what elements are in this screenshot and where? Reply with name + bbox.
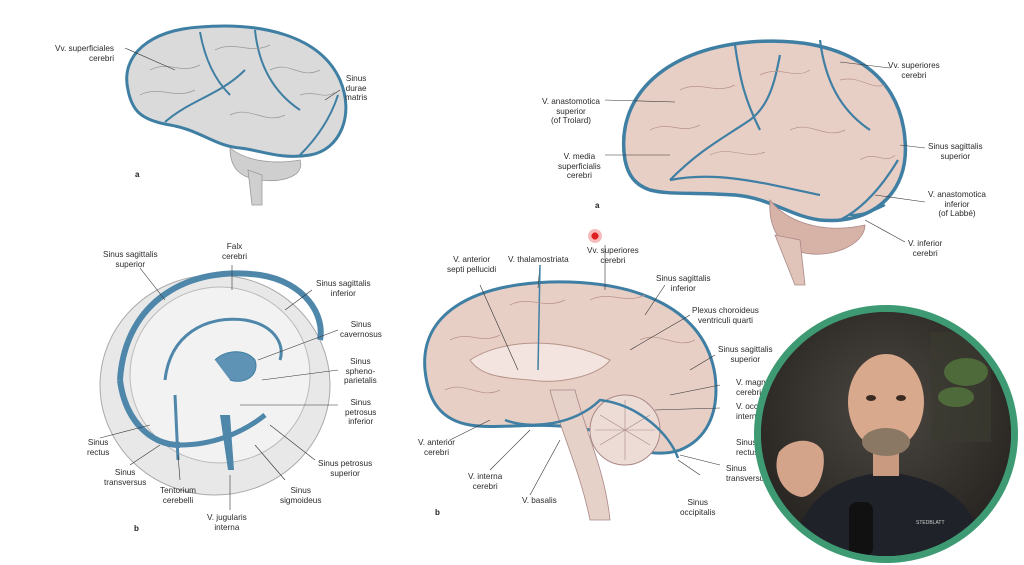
panel-letter: b (435, 508, 440, 517)
label-sinus-sagittalis-inferior: Sinus sagittalis inferior (316, 279, 371, 298)
figure-a-small: Vv. superficiales cerebri Sinus durae ma… (0, 0, 420, 210)
brain-lateral-gray-illustration (124, 24, 348, 206)
label-v-anterior-cerebri: V. anterior cerebri (418, 438, 456, 457)
panel-letter: b (134, 524, 139, 533)
presenter-video: STEDBLATT (761, 312, 1011, 556)
label-sinus-durae-matris: Sinus durae matris (345, 74, 368, 102)
label-sinus-sigmoideus: Sinus sigmoideus (280, 486, 322, 505)
label-vv-superiores-cerebri: Vv. superiores cerebri (587, 246, 639, 265)
label-vv-superiores-cerebri: Vv. superiores cerebri (888, 61, 940, 80)
label-sinus-occipitalis: Sinus occipitalis (680, 498, 716, 517)
label-falx-cerebri: Falx cerebri (222, 242, 248, 261)
label-v-anastomotica-inferior: V. anastomotica inferior (of Labbé) (928, 190, 986, 218)
brain-lateral-pink-illustration (604, 39, 926, 286)
label-sinus-petrosus-superior: Sinus petrosus superior (318, 459, 373, 478)
panel-letter: a (135, 170, 140, 179)
label-sinus-transversus: Sinus transversus (726, 464, 769, 483)
label-v-interna-cerebri: V. interna cerebri (468, 472, 503, 491)
label-v-jugularis-interna: V. jugularis interna (207, 513, 247, 532)
label-sinus-sagittalis-superior: Sinus sagittalis superior (103, 250, 158, 269)
label-sinus-petrosus-inferior: Sinus petrosus inferior (345, 398, 377, 426)
label-vv-superficiales: Vv. superficiales cerebri (55, 44, 115, 63)
figure-b-left: Sinus sagittalis superior Falx cerebri S… (0, 230, 420, 560)
label-v-anterior-septi: V. anterior septi pellucidi (447, 255, 497, 274)
label-sinus-sagittalis-inferior: Sinus sagittalis inferior (656, 274, 711, 293)
label-v-media-superficialis: V. media superficialis cerebri (558, 152, 601, 180)
label-sinus-sagittalis-superior: Sinus sagittalis superior (718, 345, 773, 364)
label-sinus-rectus: Sinus rectus (736, 438, 759, 457)
label-v-basalis: V. basalis (522, 496, 557, 505)
brain-medial-illustration (423, 245, 721, 521)
panel-letter: a (595, 201, 600, 210)
label-v-inferior-cerebri: V. inferior cerebri (908, 239, 943, 258)
dural-sinus-illustration (99, 265, 339, 510)
label-sinus-sagittalis-superior: Sinus sagittalis superior (928, 142, 983, 161)
label-v-thalamostriata: V. thalamostriata (508, 255, 569, 264)
label-v-magna-cerebri: V. magna cerebri (736, 378, 771, 397)
label-tentorium-cerebelli: Tentorium cerebelli (160, 486, 196, 505)
label-sinus-rectus: Sinus rectus (87, 438, 110, 457)
label-plexus-choroideus: Plexus choroideus ventriculi quarti (692, 306, 759, 325)
figure-a-large: Vv. superiores cerebri V. anastomotica s… (520, 20, 1020, 290)
shirt-text: STEDBLATT (916, 520, 945, 526)
cursor-highlight (588, 229, 602, 243)
label-sinus-cavernosus: Sinus cavernosus (340, 320, 382, 339)
webcam-overlay: STEDBLATT (754, 305, 1018, 563)
figure-b-right: Vv. superiores cerebri V. anterior septi… (410, 230, 781, 560)
label-sinus-sphenoparietalis: Sinus spheno- parietalis (344, 357, 377, 385)
label-v-anastomotica-superior: V. anastomotica superior (of Trolard) (542, 97, 600, 125)
label-sinus-transversus: Sinus transversus (104, 468, 147, 487)
